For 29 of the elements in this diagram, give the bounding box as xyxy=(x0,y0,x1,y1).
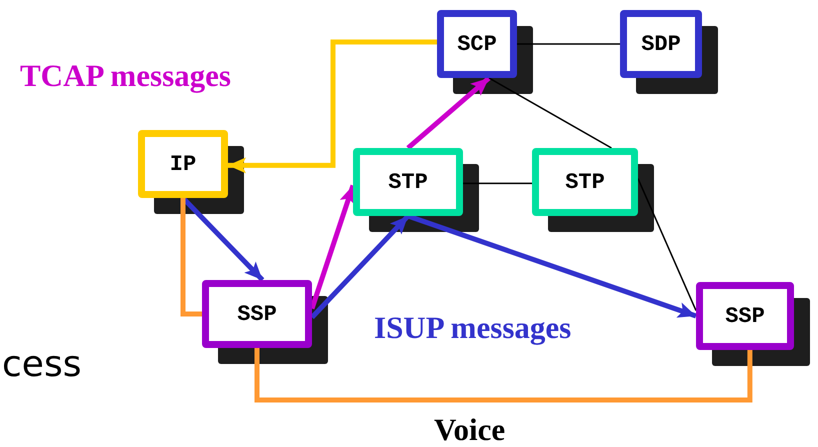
node-label: STP xyxy=(388,170,428,194)
diagram-label: TCAP messages xyxy=(20,58,231,94)
network-node-box xyxy=(202,280,312,348)
arrow xyxy=(406,76,491,150)
diagram-label: Voice xyxy=(434,412,506,447)
network-node-box xyxy=(696,282,794,350)
node-label: STP xyxy=(565,170,605,194)
network-node-box xyxy=(532,148,638,216)
network-node-box xyxy=(437,10,517,78)
node-label: IP xyxy=(170,152,196,176)
connector-line xyxy=(180,198,202,316)
arrow xyxy=(310,214,410,320)
connector-line xyxy=(254,348,752,402)
arrow xyxy=(407,214,697,318)
network-node-box xyxy=(620,10,702,78)
connector-line xyxy=(488,77,612,149)
node-label: SDP xyxy=(641,32,681,56)
arrow xyxy=(228,39,437,174)
node-label: SCP xyxy=(457,32,497,56)
network-node-box xyxy=(353,148,463,216)
connector-line xyxy=(637,178,697,311)
connector-line xyxy=(517,43,620,45)
network-node-box xyxy=(138,130,228,198)
diagram-label: ISUP messages xyxy=(374,310,572,346)
node-label: SSP xyxy=(725,304,765,328)
connector-line xyxy=(463,182,532,184)
partial-text: cess xyxy=(2,344,82,385)
node-label: SSP xyxy=(237,302,277,326)
arrow xyxy=(310,184,356,310)
